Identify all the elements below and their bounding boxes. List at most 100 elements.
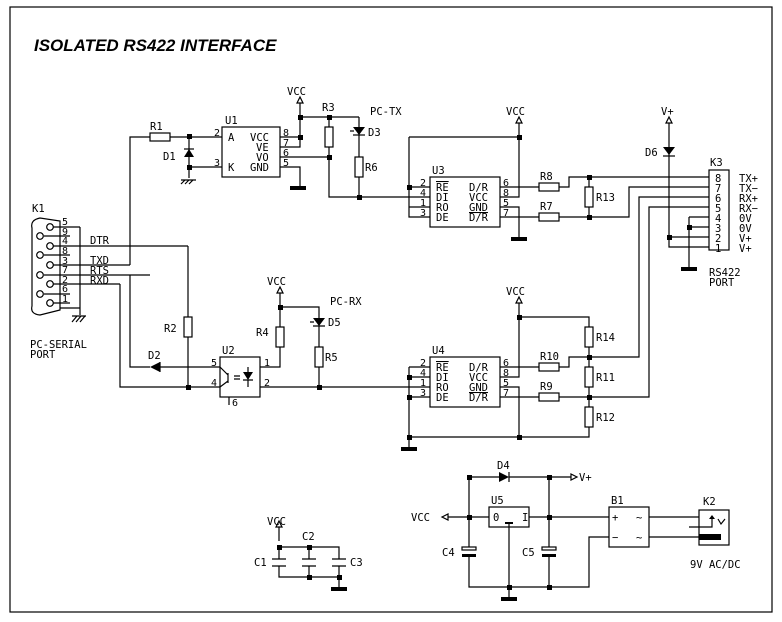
u1-right_pins-3-num-label: 5 <box>283 158 289 169</box>
power-supply: VCC D4 V+ U5 0 I C4 C5 B1 + − ~ ~ <box>411 460 741 601</box>
resistor-r2 <box>183 316 193 338</box>
diodes-d1-label: D1 <box>163 151 176 163</box>
junction-dot <box>587 215 592 220</box>
k3-pins-2-num-label: 6 <box>715 193 721 205</box>
resistor-r6 <box>354 156 364 178</box>
resistor-r13 <box>584 186 594 208</box>
k3-pins-5-label-label: 0V <box>739 223 752 235</box>
diode-d6 <box>663 147 675 155</box>
nets-vcc-label: VCC <box>267 516 286 528</box>
wire <box>468 517 609 588</box>
led-d3 <box>353 127 365 135</box>
k1-pins-0-label: 5 <box>62 217 68 228</box>
b1-ac-label: ~ <box>636 512 642 524</box>
u4-left_pins-1-num-label: 4 <box>420 368 426 379</box>
ic-u4-group: U4 2 4 1 3 RE DI RO DE D/R VCC GND D/R 6… <box>401 286 615 451</box>
u1-ref-label: U1 <box>225 115 238 127</box>
u4-left_pins-3-name-label: DE <box>436 392 449 404</box>
k3-caption_line1-label: RS422 <box>709 267 741 279</box>
vcc-arrow-icon <box>276 285 284 294</box>
junction-dot <box>186 385 191 390</box>
u4-right_pins-3-num-label: 7 <box>503 388 509 399</box>
u4-ground-icon <box>401 447 417 451</box>
signal-txd: TXD <box>90 255 109 267</box>
k3-pins-6-label-label: V+ <box>739 233 752 245</box>
wire <box>589 196 709 398</box>
wire <box>500 317 539 437</box>
resistor-r1 <box>149 132 171 142</box>
resistor-r3 <box>324 126 334 148</box>
u1-right_pins-3-name-label: GND <box>250 162 269 174</box>
wire: 5 9 4 8 3 7 2 6 1 <box>62 217 68 305</box>
junction-dot <box>587 395 592 400</box>
resistor-r4 <box>275 326 285 348</box>
nets-vcc-label: VCC <box>506 106 525 118</box>
wire <box>310 321 325 327</box>
resistors-r6-label: R6 <box>365 162 378 174</box>
wire <box>272 558 346 567</box>
u4-left_pins-3-num-label: 3 <box>420 388 426 399</box>
u3-left_pins-1-num-label: 4 <box>420 188 426 199</box>
k1-ref: K1 <box>32 203 45 215</box>
nets-vcc-label: VCC <box>411 512 430 524</box>
resistor-r8 <box>538 182 560 192</box>
u4-left_pins-0-num-label: 2 <box>420 358 426 369</box>
junction-dot <box>298 135 303 140</box>
wire <box>36 251 44 259</box>
k2-ref-label: K2 <box>703 496 716 508</box>
k1-pins-5-label: 7 <box>62 265 68 276</box>
u3-right_pins-0-name-label: D/R <box>469 182 489 194</box>
diodes-d3-label: D3 <box>368 127 381 139</box>
led-d5 <box>313 318 325 326</box>
junction-dot <box>547 585 552 590</box>
wire <box>278 546 340 587</box>
wire <box>31 217 61 316</box>
u1-ground-icon <box>290 186 306 190</box>
u4-left_pins-2-num-label: 1 <box>420 378 426 389</box>
ic-u3-group: U3 2 4 1 3 RE DI RO DE D/R VCC GND D/R 6… <box>402 106 709 241</box>
junction-dot <box>317 385 322 390</box>
junction-dot <box>357 195 362 200</box>
wire <box>119 284 222 388</box>
resistors-r10-label: R10 <box>540 351 559 363</box>
pc-tx-label: PC-TX <box>370 106 402 118</box>
junction-dot <box>187 134 192 139</box>
wire <box>280 117 329 187</box>
diodes-d6-label: D6 <box>645 147 658 159</box>
u3-left_pins-2-num-label: 1 <box>420 198 426 209</box>
junction-dot <box>505 522 513 524</box>
frame-border <box>9 6 773 613</box>
wire <box>461 546 477 551</box>
wire <box>36 271 44 279</box>
vcc-arrow-icon <box>515 295 523 304</box>
k1-pins-2-label: 4 <box>62 236 68 247</box>
nets-vcc-label: VCC <box>267 276 286 288</box>
u5-out-label: 0 <box>493 512 499 524</box>
u3-left_pins-1-name-label: DI <box>436 192 449 204</box>
wire <box>260 343 402 388</box>
vcc-arrow-icon <box>515 115 523 124</box>
resistors-r7-label: R7 <box>540 201 553 213</box>
u4-left_pins-0-name-label: RE <box>436 362 449 374</box>
resistors-r13-label: R13 <box>596 192 615 204</box>
u3-right_pins-3-name-label: D/R <box>469 212 489 224</box>
resistors-r3-label: R3 <box>322 102 335 114</box>
k3-pins-5-num-label: 3 <box>715 223 721 235</box>
u3-left_pins-3-name-label: DE <box>436 212 449 224</box>
u3-right_pins-2-name-label: GND <box>469 202 488 214</box>
u4-right_pins-0-name-label: D/R <box>469 362 489 374</box>
signal-dtr: DTR <box>90 235 110 247</box>
resistor-r7 <box>538 212 560 222</box>
psu-ground-icon <box>501 597 517 601</box>
wire <box>46 242 54 250</box>
wire <box>402 136 519 218</box>
wire <box>689 518 726 528</box>
nets-vcc-label: VCC <box>287 86 306 98</box>
wire <box>280 306 320 347</box>
k3-pins-6-num-label: 2 <box>715 233 721 245</box>
wire <box>709 515 715 519</box>
ic-u1 <box>221 126 281 178</box>
k1-pins-3-label: 8 <box>62 246 68 257</box>
u4-right_pins-2-num-label: 5 <box>503 378 509 389</box>
